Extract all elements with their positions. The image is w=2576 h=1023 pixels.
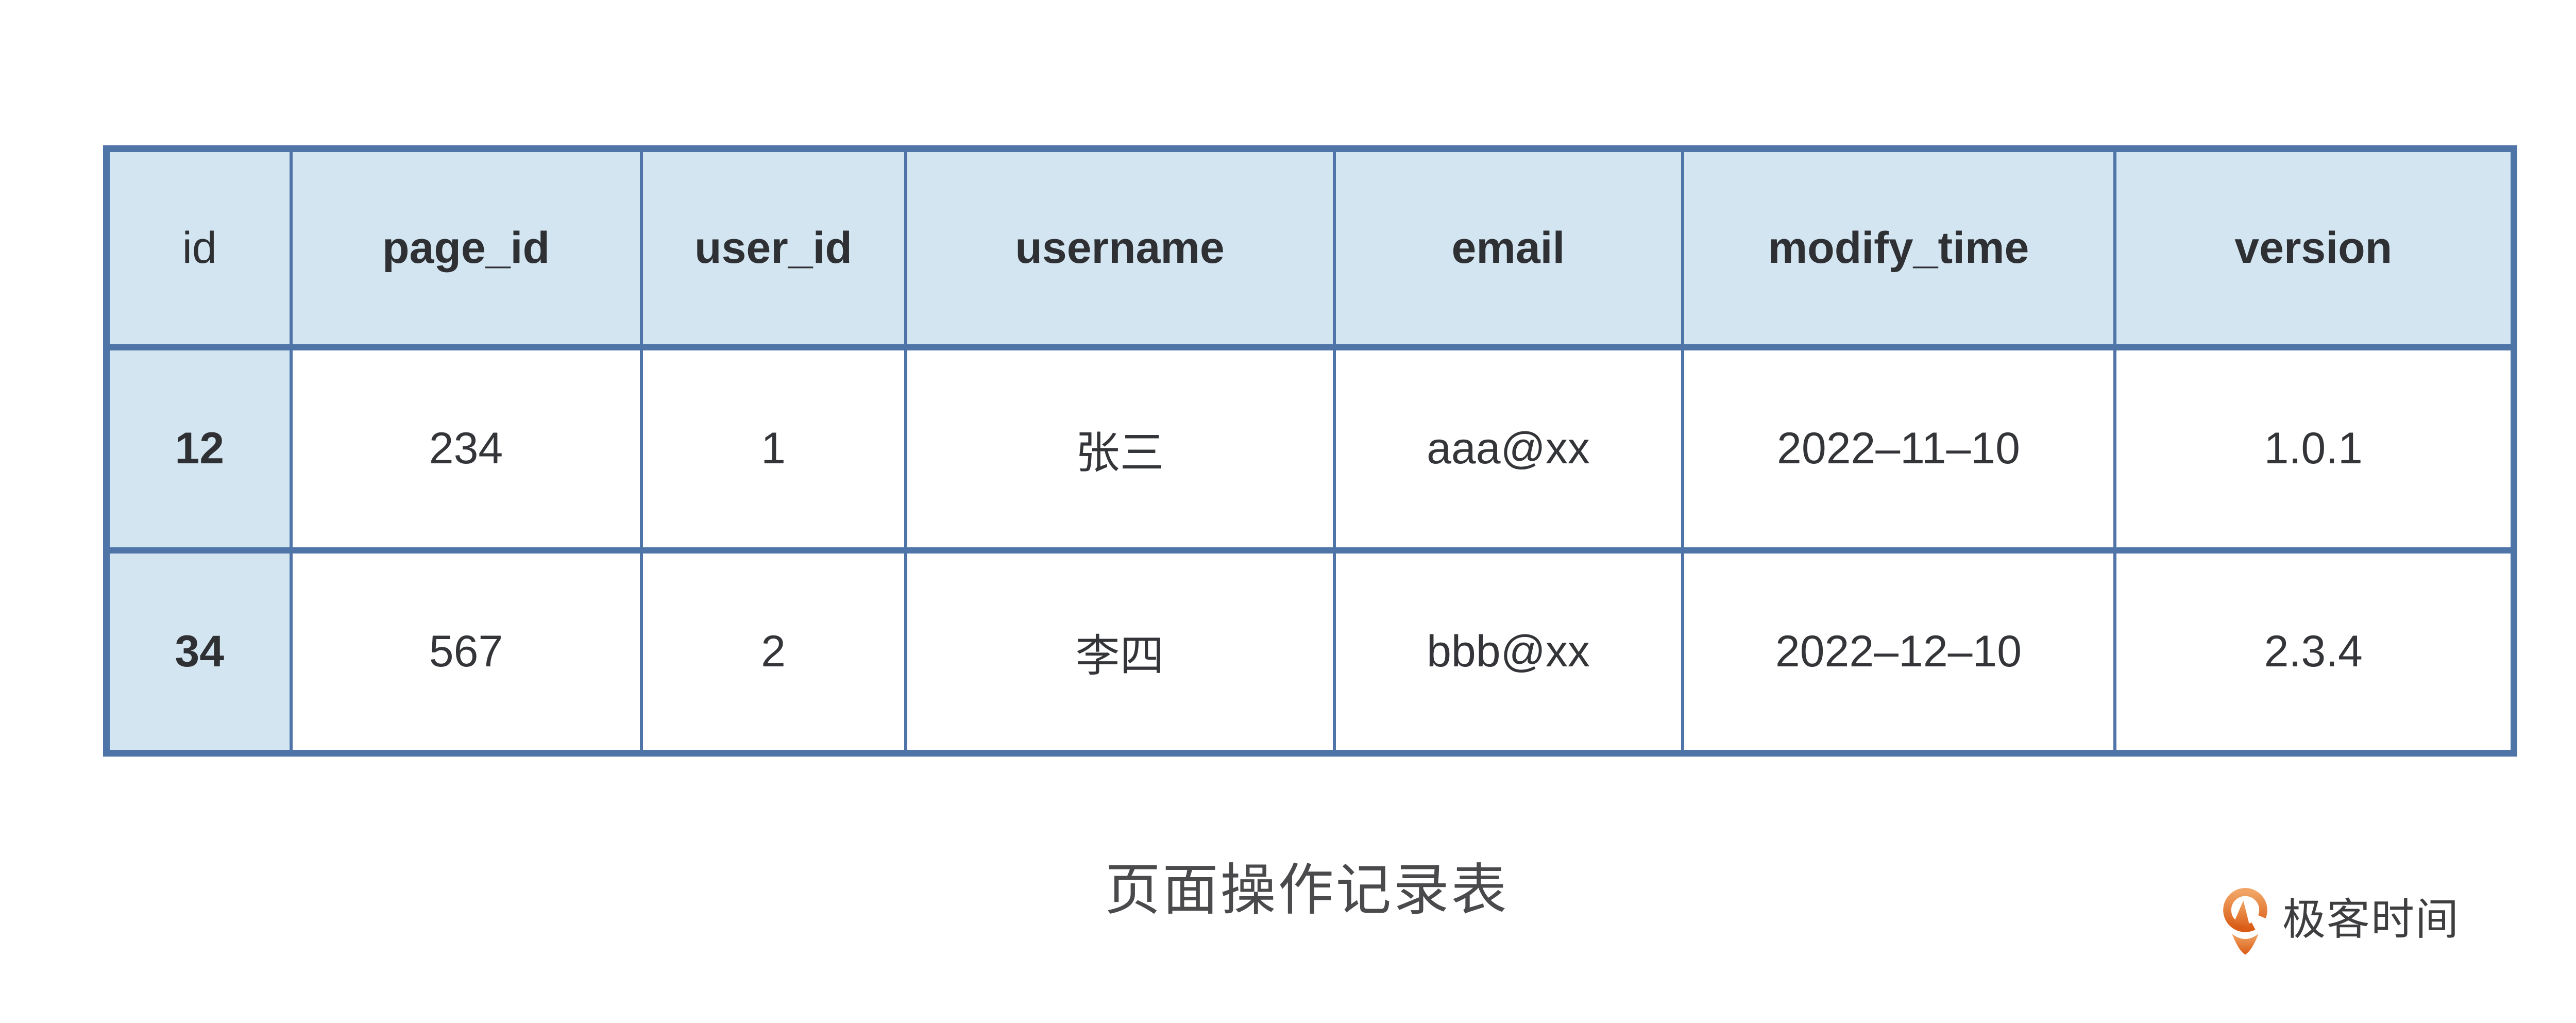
cell-row1-version: 1.0.1 bbox=[2113, 344, 2516, 554]
records-table: id page_id user_id username email modify… bbox=[103, 145, 2517, 757]
col-header-page-id: page_id bbox=[289, 145, 643, 350]
col-header-id: id bbox=[105, 145, 293, 350]
brand-name: 极客时间 bbox=[2282, 895, 2460, 944]
records-table-wrapper: id page_id user_id username email modify… bbox=[103, 145, 2517, 757]
table-row: 34 567 2 李四 bbb@xx 2022–12–10 2.3.4 bbox=[105, 547, 2516, 757]
cell-row1-email: aaa@xx bbox=[1332, 344, 1684, 554]
cell-row2-version: 2.3.4 bbox=[2113, 547, 2516, 757]
cell-row1-username: 张三 bbox=[904, 344, 1336, 554]
cell-row1-modify-time: 2022–11–10 bbox=[1681, 344, 2116, 554]
cell-row2-email: bbb@xx bbox=[1332, 547, 1684, 757]
col-header-version: version bbox=[2113, 145, 2516, 350]
cell-row1-user-id: 1 bbox=[639, 344, 907, 554]
table-caption: 页面操作记录表 bbox=[1105, 859, 1509, 921]
header-row: id page_id user_id username email modify… bbox=[105, 145, 2516, 350]
cell-row2-username: 李四 bbox=[904, 547, 1336, 757]
cell-row1-page-id: 234 bbox=[289, 344, 643, 554]
cell-row1-id: 12 bbox=[105, 344, 293, 554]
brand-lockup: 极客时间 bbox=[2222, 882, 2460, 960]
cell-row2-id: 34 bbox=[105, 547, 293, 757]
geektime-logo-icon bbox=[2223, 888, 2269, 955]
col-header-modify-time: modify_time bbox=[1681, 145, 2116, 350]
col-header-username: username bbox=[904, 145, 1336, 350]
col-header-email: email bbox=[1332, 145, 1684, 350]
cell-row2-modify-time: 2022–12–10 bbox=[1681, 547, 2116, 757]
cell-row2-user-id: 2 bbox=[639, 547, 907, 757]
cell-row2-page-id: 567 bbox=[289, 547, 643, 757]
col-header-user-id: user_id bbox=[639, 145, 907, 350]
table-row: 12 234 1 张三 aaa@xx 2022–11–10 1.0.1 bbox=[105, 344, 2516, 554]
